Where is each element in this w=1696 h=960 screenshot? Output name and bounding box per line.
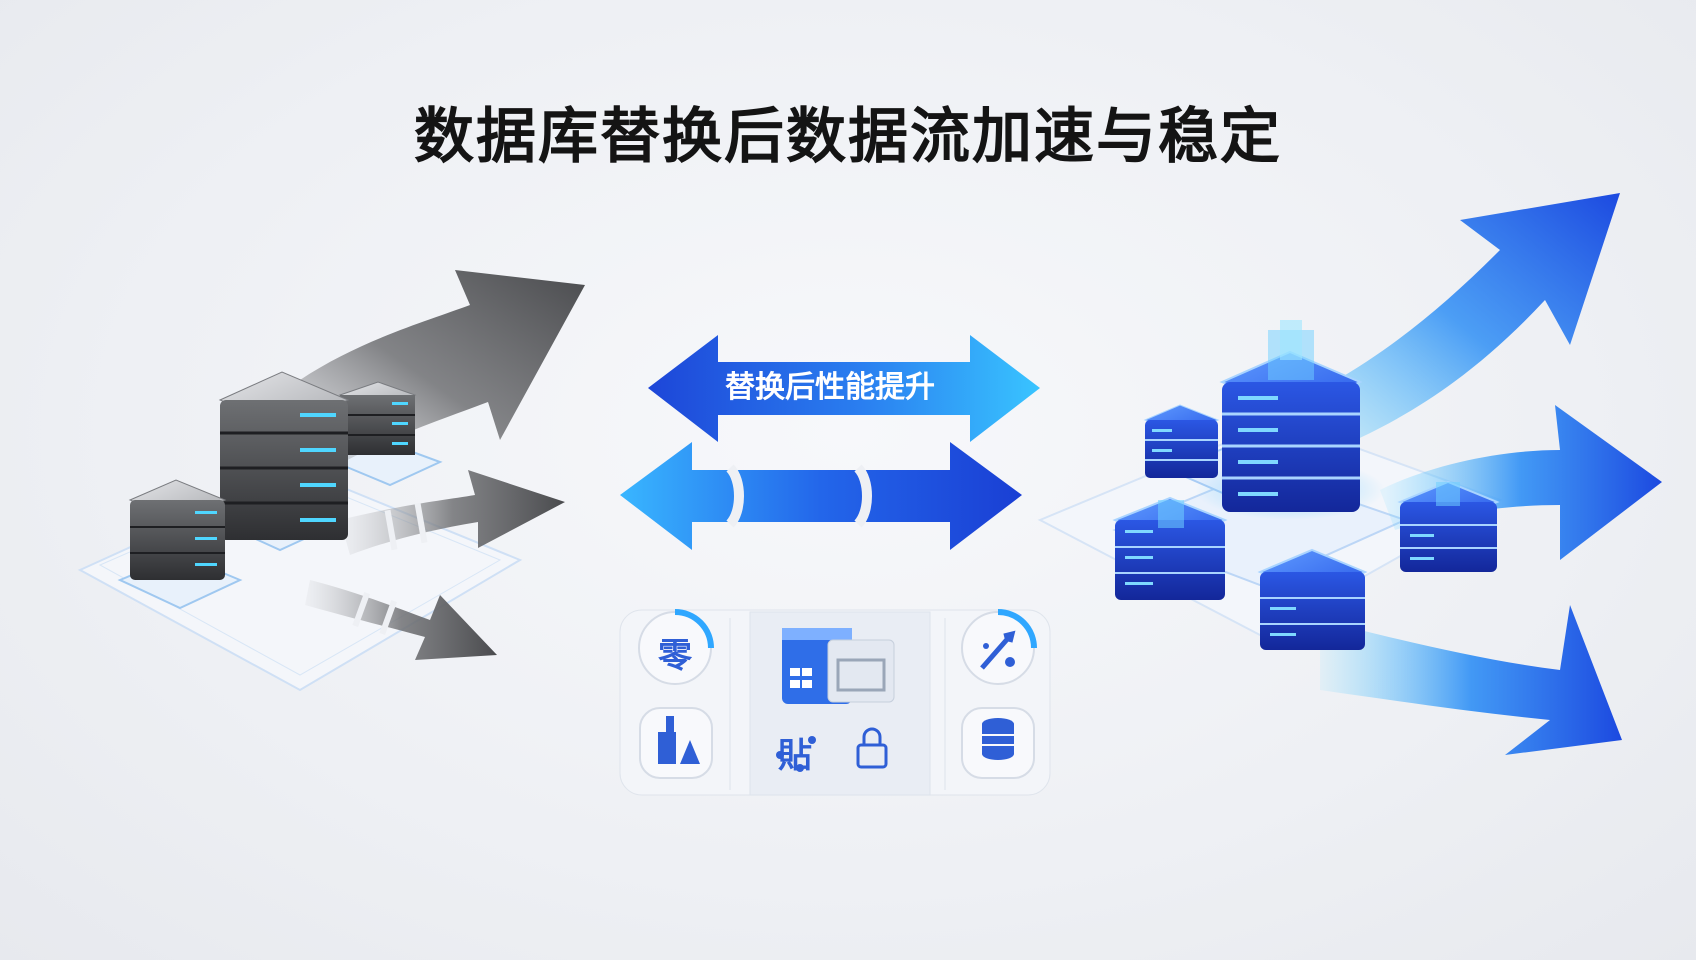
lower-double-arrow [620, 442, 1022, 550]
modern-server-icon [1143, 404, 1220, 478]
modern-arrow-top [1300, 193, 1620, 455]
modern-server-icon [1112, 496, 1228, 600]
legacy-server-icon [128, 479, 227, 580]
rocket-icon [961, 609, 1037, 685]
legacy-arrow-middle [340, 470, 565, 555]
legacy-arrow-bottom [305, 580, 497, 660]
network-icon [776, 736, 816, 772]
modern-arrow-bottom [1320, 605, 1622, 755]
zero-icon [638, 609, 714, 685]
legacy-server-icon [338, 381, 417, 455]
legacy-server-icon [218, 371, 350, 540]
zero-glyph: 零 [658, 636, 692, 676]
document-icon [782, 628, 895, 704]
chart-icon [639, 707, 713, 779]
upper-double-arrow [648, 335, 1040, 442]
modern-arrow-middle [1380, 405, 1662, 560]
network-glyph: 貼 [778, 736, 812, 776]
modern-server-icon [1397, 480, 1500, 572]
modern-server-icon [1257, 548, 1368, 650]
database-icon [961, 707, 1035, 779]
lock-icon [856, 727, 888, 769]
lock-glyph: 鼡 [852, 728, 892, 777]
upper-arrow-label: 替换后性能提升 [725, 370, 935, 405]
page-title: 数据库替换后数据流加速与稳定 [414, 102, 1282, 172]
modern-server-icon [1195, 320, 1385, 520]
